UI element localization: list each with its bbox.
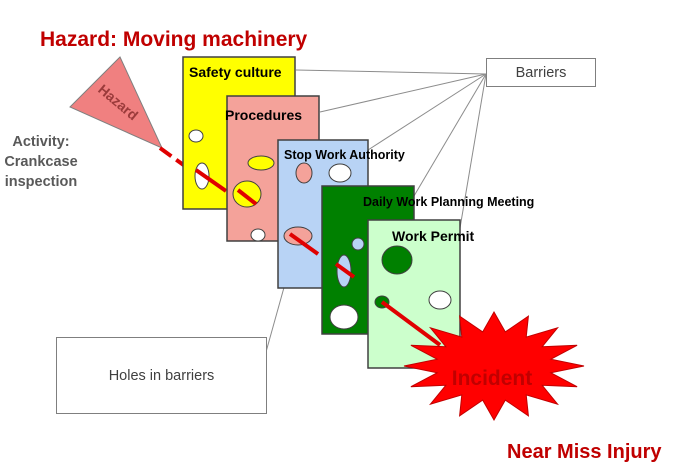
hazard-triangle: [69, 56, 164, 149]
barrier-label-safety-culture: Safety culture: [189, 64, 282, 80]
barriers-callout: Barriers: [486, 58, 596, 87]
activity-label: Activity: Crankcase inspection: [4, 134, 78, 190]
barriers-leader-lines: [295, 69, 487, 229]
diagram-title: Hazard: Moving machinery: [40, 28, 308, 51]
barrier-label-procedures: Procedures: [225, 107, 303, 123]
outcome-label: Near Miss Injury: [507, 441, 662, 463]
barrier-label-stop-work-authority: Stop Work Authority: [284, 148, 405, 162]
incident-burst: [403, 310, 585, 422]
barrier-label-work-permit: Work Permit: [392, 228, 475, 244]
incident-label: Incident: [452, 367, 533, 390]
barrier-label-daily-work-planning-meeting: Daily Work Planning Meeting: [363, 195, 535, 209]
holes-callout: Holes in barriers: [56, 337, 267, 414]
barrier-procedures: [226, 95, 320, 242]
